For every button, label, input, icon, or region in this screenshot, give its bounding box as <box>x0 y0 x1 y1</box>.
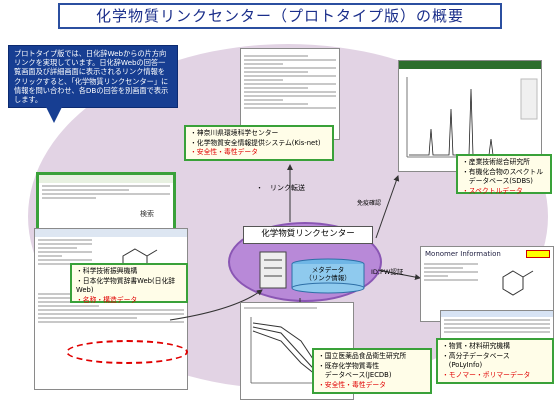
page-title: 化学物質リンクセンター（プロトタイプ版）の概要 <box>58 3 502 29</box>
send-label: 免疫確認 <box>357 200 382 207</box>
server-icon <box>259 251 287 289</box>
jecdb-info-box: ・国立医薬品食品衛生研究所 ・既存化学物質毒性 データベース(JECDB) ・安… <box>312 348 432 394</box>
kisnet-info-box: ・神奈川県環境科学センター ・化学物質安全情報提供システム(Kis-net) ・… <box>184 125 334 161</box>
nikkaji-info-box: ・科学技術振興機構 ・日本化学物質辞書Web(日化辞Web) ・名称・構造データ <box>70 263 188 304</box>
link-info-highlight[interactable] <box>66 340 188 364</box>
nikkaji-detail-screenshot <box>34 228 188 390</box>
monomer-structure <box>502 270 534 296</box>
toxicity-graph <box>250 317 345 384</box>
link-center-label: 化学物質リンクセンター <box>243 226 373 244</box>
polyinfo-info-box: ・物質・材料研究機構 ・高分子データベース (PoLyInfo) ・モノマー・ポ… <box>436 338 554 384</box>
sdbs-info-box: ・産業技術総合研究所 ・有機化合物のスペクトル データベース(SDBS) ・スペ… <box>456 154 552 195</box>
kisnet-screenshot <box>240 48 340 140</box>
monomer-title: Monomer Information <box>425 250 501 258</box>
description-callout: プロトタイプ版では、日化辞Webからの片方向リンクを実現しています。日化辞Web… <box>8 45 178 108</box>
callout-tail <box>46 107 62 123</box>
detail-label: 検索 <box>140 210 154 218</box>
metadata-label: メタデータ （リンク情報） <box>305 266 351 282</box>
polyinfo-monomer-screenshot: Monomer Information <box>420 246 554 322</box>
metadata-cylinder-icon <box>291 258 365 294</box>
link-transfer-label: ・ リンク転送 <box>256 184 305 192</box>
idpw-label: ID,PW認証 <box>371 268 404 276</box>
sdbs-screenshot <box>398 60 542 172</box>
